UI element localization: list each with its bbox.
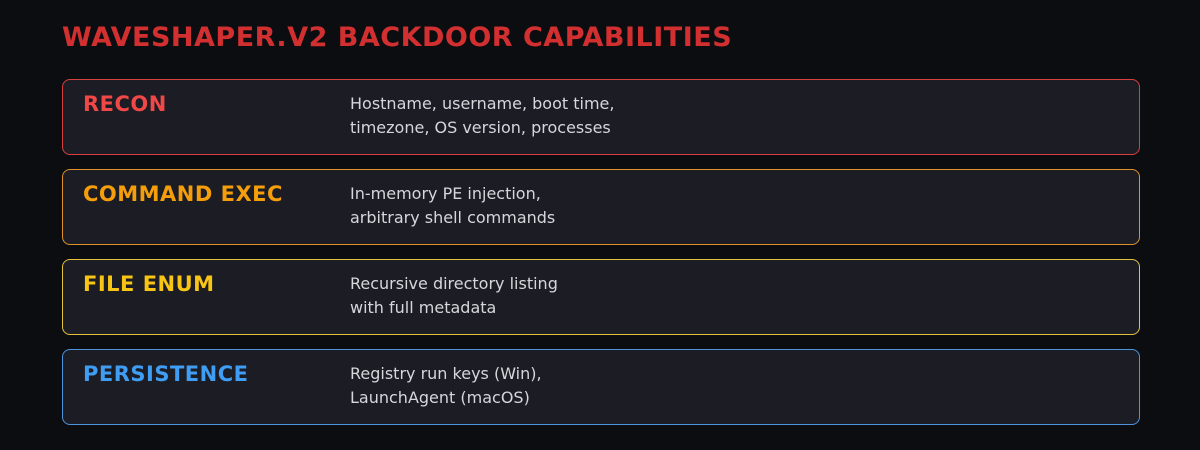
page-title: WAVESHAPER.V2 BACKDOOR CAPABILITIES <box>62 22 733 53</box>
capability-description: Recursive directory listing with full me… <box>350 274 558 317</box>
capability-card-persistence: PERSISTENCE Registry run keys (Win), Lau… <box>62 349 1140 425</box>
capability-description: In-memory PE injection, arbitrary shell … <box>350 184 556 227</box>
capability-description: Registry run keys (Win), LaunchAgent (ma… <box>350 364 542 407</box>
capability-label: COMMAND EXEC <box>83 182 283 206</box>
capability-description: Hostname, username, boot time, timezone,… <box>350 94 615 137</box>
capability-card-recon: RECON Hostname, username, boot time, tim… <box>62 79 1140 155</box>
capability-label: PERSISTENCE <box>83 362 249 386</box>
page: WAVESHAPER.V2 BACKDOOR CAPABILITIES RECO… <box>62 22 1140 425</box>
capability-card-file-enum: FILE ENUM Recursive directory listing wi… <box>62 259 1140 335</box>
capability-label: FILE ENUM <box>83 272 215 296</box>
capability-card-command-exec: COMMAND EXEC In-memory PE injection, arb… <box>62 169 1140 245</box>
capability-label: RECON <box>83 92 167 116</box>
